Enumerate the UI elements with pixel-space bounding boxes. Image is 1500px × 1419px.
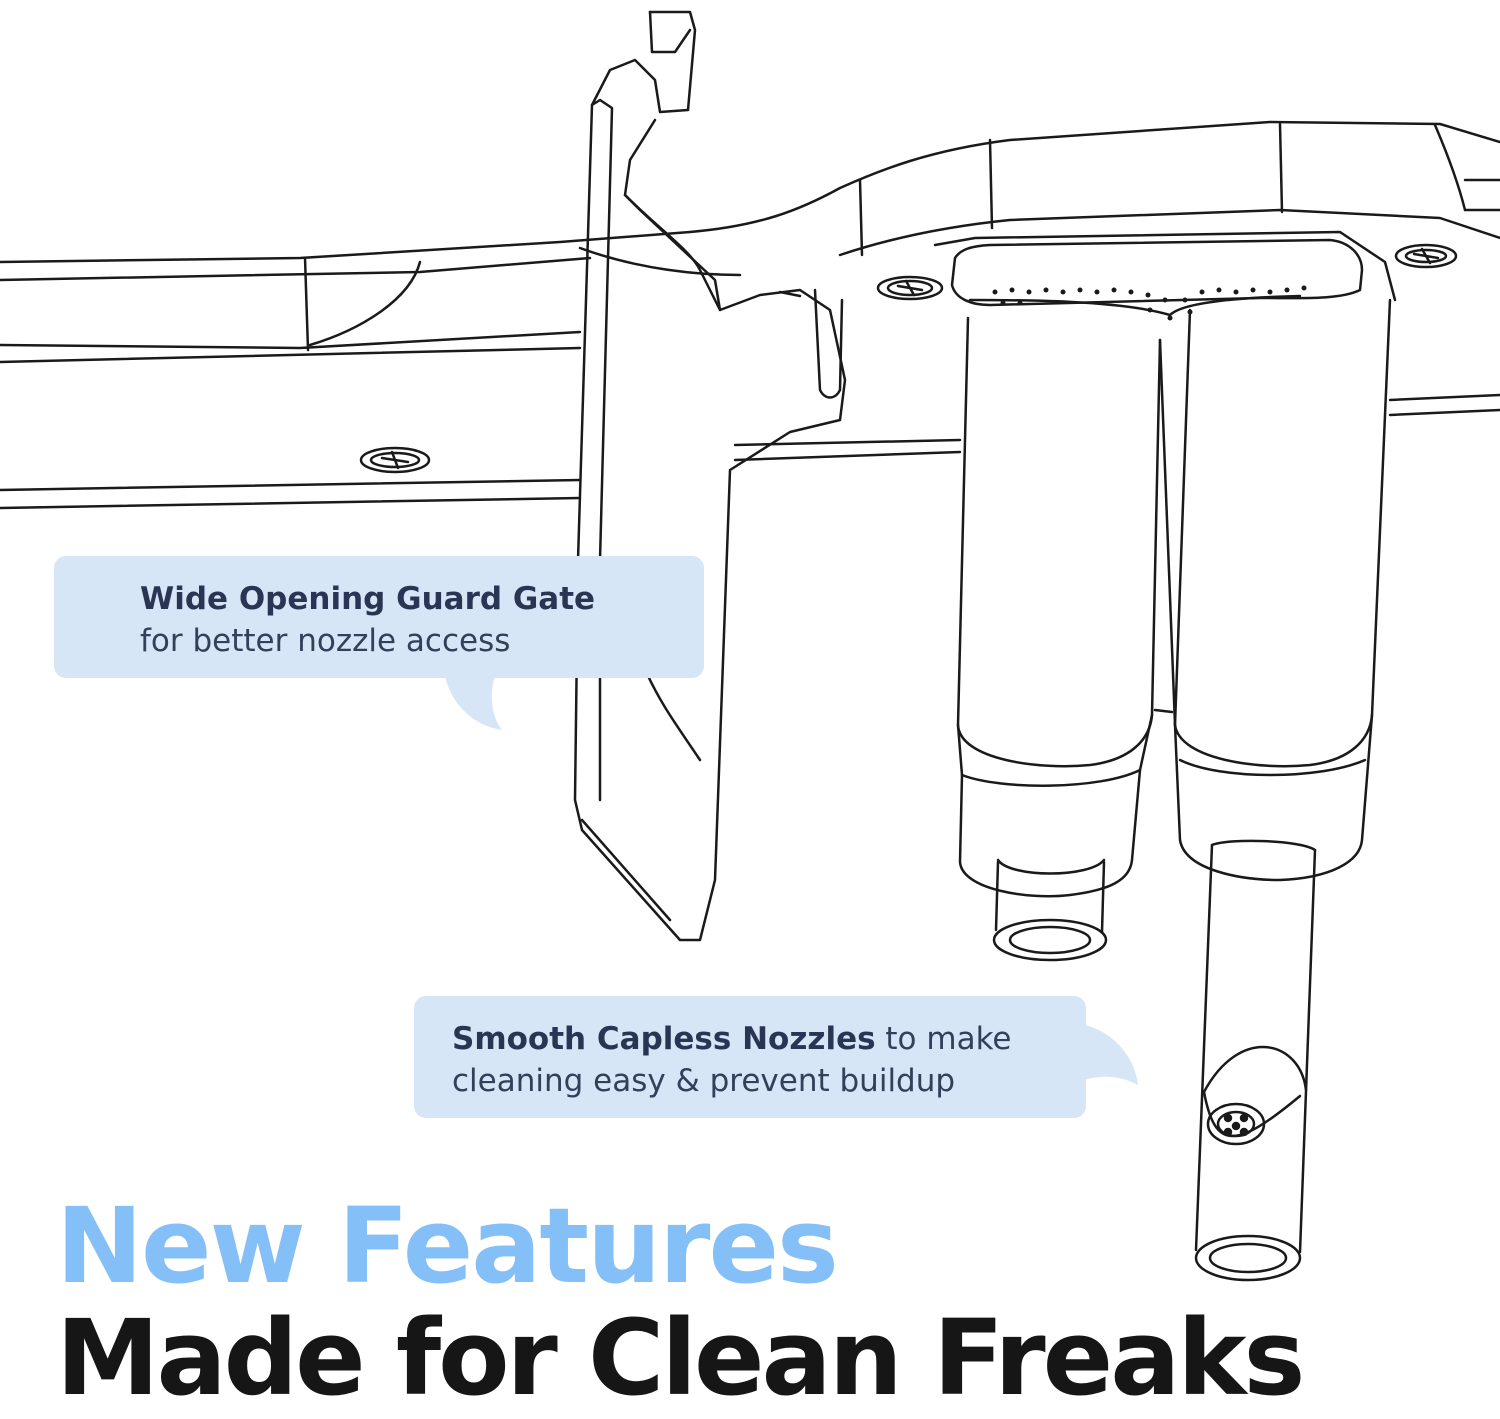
callout-nozzles-line2: cleaning easy & prevent buildup — [452, 1063, 956, 1099]
callout-gate-subtitle: for better nozzle access — [140, 623, 511, 659]
callout-nozzles-inline: to make — [875, 1021, 1012, 1057]
callout-gate-tail — [445, 676, 502, 730]
guard-gate — [573, 10, 847, 942]
callout-gate-title: Wide Opening Guard Gate — [140, 581, 596, 617]
callout-nozzles-title: Smooth Capless Nozzles — [452, 1021, 876, 1057]
left-nozzle — [956, 316, 1162, 962]
right-nozzle — [1153, 298, 1392, 1282]
nozzle-housing — [933, 230, 1397, 317]
callout-nozzles-line1: Smooth Capless Nozzles to make — [452, 1018, 1086, 1060]
callout-guard-gate: Wide Opening Guard Gate for better nozzl… — [54, 556, 704, 678]
headline-new-features: New Features — [56, 1185, 839, 1307]
callout-capless-nozzles: Smooth Capless Nozzles to make cleaning … — [414, 996, 1086, 1118]
screw-icons — [359, 243, 1458, 474]
callout-nozzles-tail — [1084, 1025, 1138, 1085]
headline-made-for-clean-freaks: Made for Clean Freaks — [56, 1297, 1305, 1419]
seat-body-outline — [0, 120, 1500, 510]
